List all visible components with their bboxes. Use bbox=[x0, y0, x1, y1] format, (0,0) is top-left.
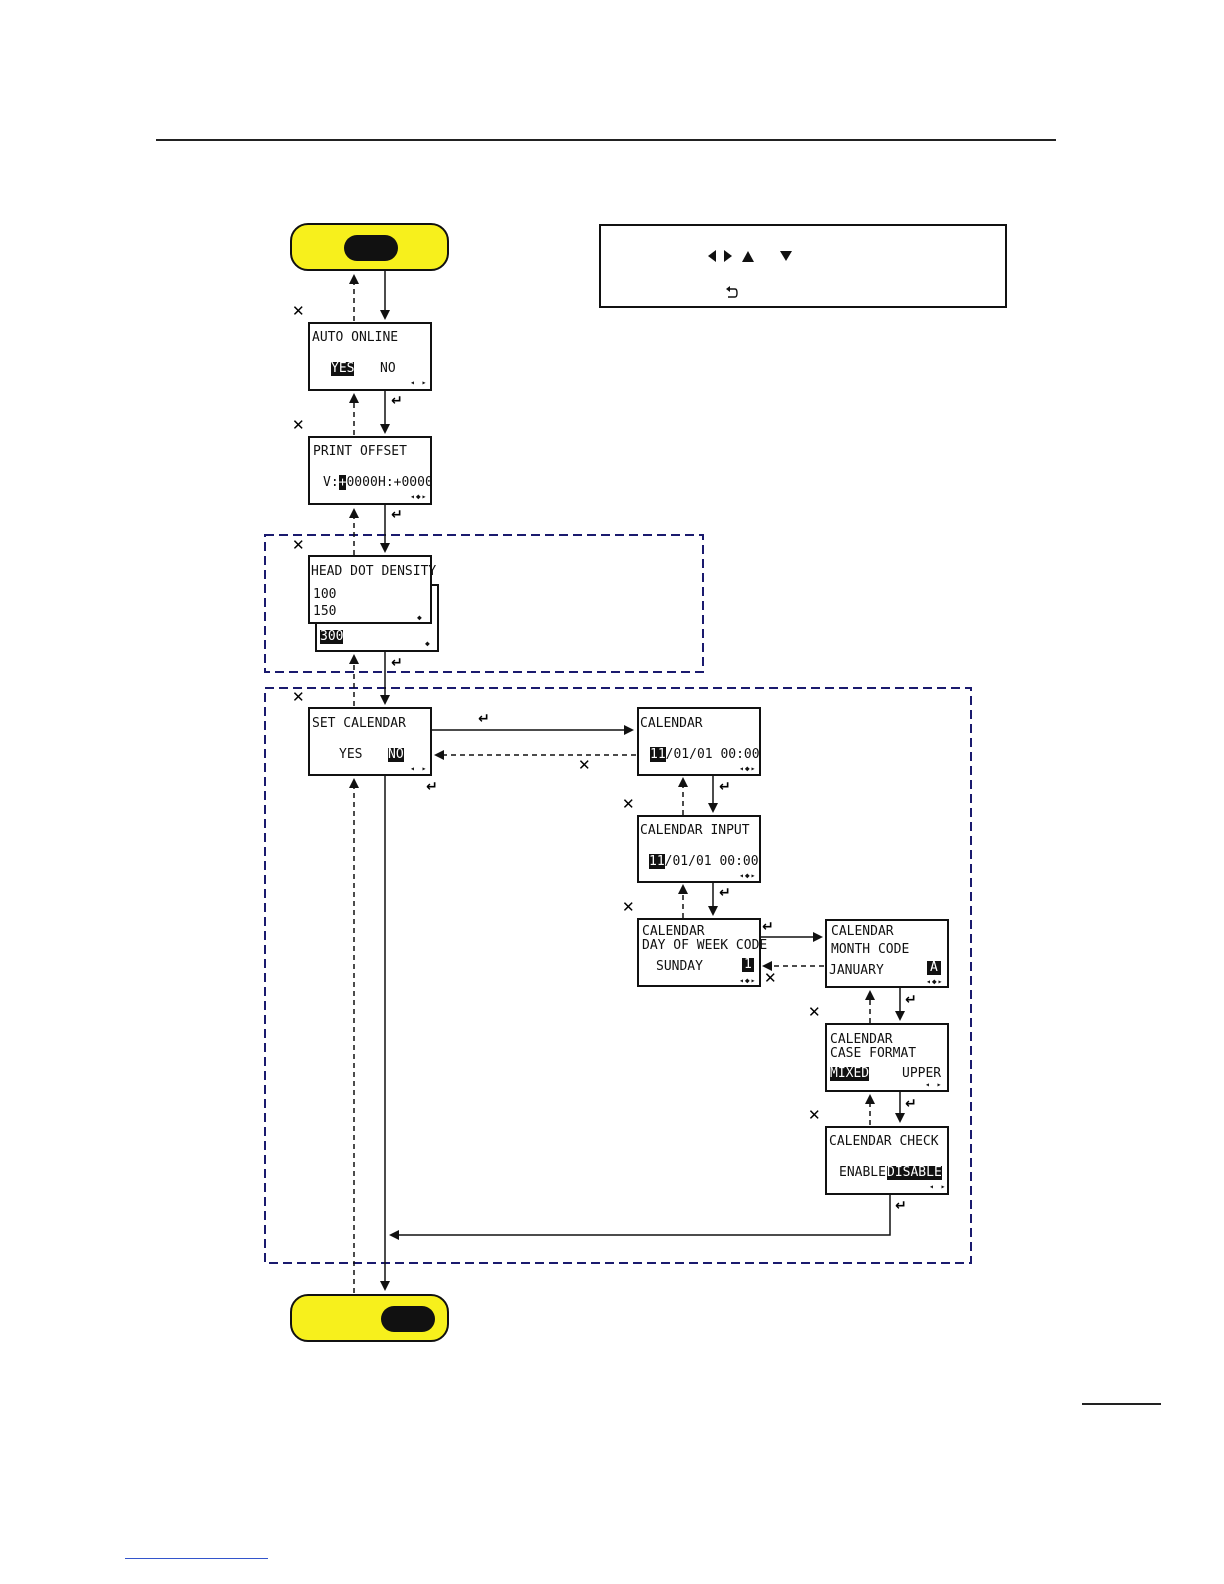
enter-icon: ↵ bbox=[719, 885, 731, 901]
screen-set-calendar: SET CALENDAR YES NO ◂ ▸ bbox=[308, 707, 432, 776]
screen-title: SET CALENDAR bbox=[312, 716, 406, 731]
cancel-icon: ✕ bbox=[578, 756, 591, 774]
screen-title: AUTO ONLINE bbox=[312, 330, 399, 345]
option-upper[interactable]: UPPER bbox=[902, 1066, 942, 1081]
cancel-icon: ✕ bbox=[292, 536, 305, 554]
left-right-indicator-icon: ◂ ▸ bbox=[925, 1080, 943, 1089]
up-down-indicator-icon: ◆ bbox=[425, 639, 431, 648]
enter-icon: ↵ bbox=[391, 507, 403, 523]
option-enable[interactable]: ENABLE bbox=[839, 1165, 886, 1180]
left-up-down-right-indicator-icon: ◂◆▸ bbox=[739, 871, 757, 880]
left-up-down-right-indicator-icon: ◂◆▸ bbox=[410, 492, 428, 501]
v-value: V:+0000 bbox=[323, 475, 378, 490]
screen-calendar-check: CALENDAR CHECK ENABLE DISABLE ◂ ▸ bbox=[825, 1126, 949, 1195]
date-rest: /01/01 00:00 bbox=[665, 747, 760, 762]
left-right-indicator-icon: ◂ ▸ bbox=[410, 378, 428, 387]
option-yes[interactable]: YES bbox=[339, 747, 363, 762]
screen-title: CALENDAR bbox=[640, 716, 703, 731]
calendar-settings-frame bbox=[264, 687, 972, 1264]
screen-head-dot-density: HEAD DOT DENSITY 100 150 ◆ bbox=[308, 555, 436, 624]
v-cursor[interactable]: + bbox=[338, 475, 347, 490]
start-mode-pill bbox=[290, 223, 449, 271]
screen-subtitle: DAY OF WEEK CODE bbox=[642, 938, 768, 953]
cancel-icon: ✕ bbox=[622, 898, 635, 916]
h-value: H:+0000 bbox=[378, 475, 433, 490]
header-rule bbox=[156, 139, 1056, 141]
month-code[interactable]: A bbox=[927, 961, 941, 975]
enter-icon: ↵ bbox=[391, 655, 403, 671]
screen-calendar-input: CALENDAR INPUT 11/01/01 00:00 ◂◆▸ bbox=[637, 815, 761, 883]
cancel-icon: ✕ bbox=[808, 1106, 821, 1124]
left-up-down-right-indicator-icon: ◂◆▸ bbox=[926, 977, 944, 986]
left-right-indicator-icon: ◂ ▸ bbox=[410, 764, 428, 773]
screen-title: HEAD DOT DENSITY bbox=[311, 564, 437, 579]
enter-icon: ↵ bbox=[391, 393, 403, 409]
mode-button-icon[interactable] bbox=[381, 1306, 435, 1332]
head-dot-density-frame bbox=[264, 534, 704, 673]
screen-title: CALENDAR bbox=[831, 924, 894, 939]
end-mode-pill bbox=[290, 1294, 449, 1342]
option-no[interactable]: NO bbox=[388, 747, 404, 762]
screen-subtitle: MONTH CODE bbox=[831, 942, 910, 957]
v-label: V: bbox=[323, 475, 339, 490]
screen-title: CALENDAR CHECK bbox=[829, 1134, 939, 1149]
left-up-down-right-indicator-icon: ◂◆▸ bbox=[739, 976, 757, 985]
date-time-value: 11/01/01 00:00 bbox=[649, 854, 759, 869]
key-legend bbox=[599, 224, 1007, 308]
legend-arrow-keys bbox=[675, 235, 796, 281]
month-value: JANUARY bbox=[829, 963, 884, 978]
screen-title: PRINT OFFSET bbox=[313, 444, 407, 459]
left-right-indicator-icon: ◂ ▸ bbox=[929, 1182, 947, 1191]
enter-icon: ↵ bbox=[905, 992, 917, 1008]
legend-return-key bbox=[694, 272, 739, 318]
mode-button-icon[interactable] bbox=[344, 235, 398, 261]
left-up-down-right-indicator-icon: ◂◆▸ bbox=[739, 764, 757, 773]
screen-subtitle: CASE FORMAT bbox=[830, 1046, 917, 1061]
option-no[interactable]: NO bbox=[380, 361, 396, 376]
enter-icon: ↵ bbox=[478, 711, 490, 727]
enter-icon: ↵ bbox=[895, 1198, 907, 1214]
cancel-icon: ✕ bbox=[292, 688, 305, 706]
option-mixed[interactable]: MIXED bbox=[830, 1066, 870, 1081]
date-cursor[interactable]: 11 bbox=[649, 854, 665, 869]
density-300-value[interactable]: 300 bbox=[320, 629, 344, 644]
screen-title: CALENDAR bbox=[642, 924, 705, 939]
v-digits: 0000 bbox=[346, 475, 378, 490]
cancel-icon: ✕ bbox=[808, 1003, 821, 1021]
screen-auto-online: AUTO ONLINE YES NO ◂ ▸ bbox=[308, 322, 432, 391]
up-down-indicator-icon: ◆ bbox=[417, 613, 423, 622]
day-value: SUNDAY bbox=[656, 959, 703, 974]
cancel-icon: ✕ bbox=[292, 416, 305, 434]
density-150-value: 150 bbox=[313, 604, 337, 619]
enter-icon: ↵ bbox=[719, 779, 731, 795]
option-yes[interactable]: YES bbox=[331, 361, 355, 376]
screen-title: CALENDAR INPUT bbox=[640, 823, 750, 838]
arrow-keys-icon bbox=[708, 250, 793, 262]
date-cursor[interactable]: 11 bbox=[650, 747, 666, 762]
screen-month-code: CALENDAR MONTH CODE JANUARY A ◂◆▸ bbox=[825, 919, 949, 988]
day-code[interactable]: 1 bbox=[742, 957, 754, 972]
enter-icon: ↵ bbox=[426, 779, 438, 795]
cancel-icon: ✕ bbox=[622, 795, 635, 813]
enter-icon: ↵ bbox=[762, 919, 774, 935]
screen-case-format: CALENDAR CASE FORMAT MIXED UPPER ◂ ▸ bbox=[825, 1023, 949, 1092]
screen-title: CALENDAR bbox=[830, 1032, 893, 1047]
screen-day-of-week-code: CALENDAR DAY OF WEEK CODE SUNDAY 1 ◂◆▸ bbox=[637, 918, 767, 987]
date-rest: /01/01 00:00 bbox=[664, 854, 759, 869]
density-100-value: 100 bbox=[313, 587, 337, 602]
date-time-value: 11/01/01 00:00 bbox=[650, 747, 760, 762]
cancel-icon: ✕ bbox=[292, 302, 305, 320]
screen-calendar: CALENDAR 11/01/01 00:00 ◂◆▸ bbox=[637, 707, 761, 776]
footer-rule bbox=[1082, 1403, 1161, 1405]
cancel-icon: ✕ bbox=[764, 969, 777, 987]
footer-link-underline bbox=[125, 1558, 268, 1559]
option-disable[interactable]: DISABLE bbox=[887, 1165, 942, 1180]
return-icon bbox=[726, 286, 739, 298]
screen-print-offset: PRINT OFFSET V:+0000 H:+0000 ◂◆▸ bbox=[308, 436, 433, 505]
enter-icon: ↵ bbox=[905, 1096, 917, 1112]
